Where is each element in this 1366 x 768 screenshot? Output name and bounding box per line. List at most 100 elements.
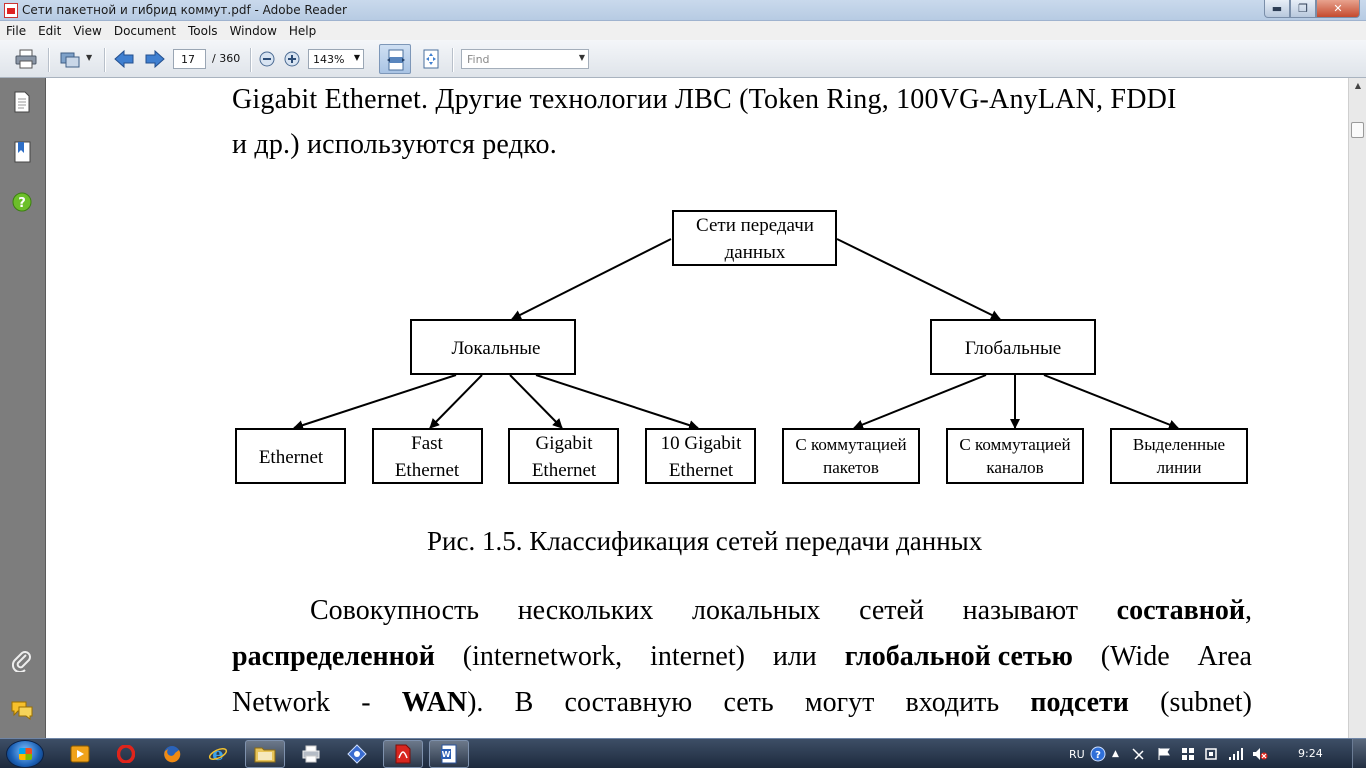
explorer-taskbar-button[interactable] bbox=[245, 740, 285, 768]
device-tray-icon[interactable] bbox=[1204, 739, 1218, 768]
next-page-button[interactable] bbox=[144, 49, 166, 69]
arrow-local-to-fast bbox=[429, 374, 483, 429]
action-center-icon[interactable] bbox=[1157, 739, 1171, 768]
arrow-local-to-10gigabit bbox=[535, 374, 699, 430]
paragraph-line: Network - WAN). В составную сеть могут в… bbox=[232, 687, 1252, 719]
printer-taskbar-button[interactable] bbox=[291, 740, 331, 768]
pages-panel-button[interactable] bbox=[11, 91, 33, 113]
chevron-down-icon: ▼ bbox=[353, 53, 360, 62]
vertical-scrollbar[interactable]: ▲ bbox=[1348, 78, 1366, 738]
keyboard-icon bbox=[1132, 748, 1144, 760]
volume-tray-icon[interactable] bbox=[1252, 739, 1268, 768]
zoom-in-button[interactable] bbox=[281, 49, 303, 69]
ten-gigabit-label-1: 10 Gigabit bbox=[661, 433, 742, 454]
print-button[interactable] bbox=[15, 49, 37, 69]
firefox-taskbar-button[interactable] bbox=[152, 740, 192, 768]
keyboard-tray-icon[interactable] bbox=[1131, 739, 1145, 768]
paperclip-icon bbox=[12, 651, 31, 672]
adobe-reader-taskbar-button[interactable] bbox=[383, 740, 423, 768]
bold-term: составной bbox=[1116, 595, 1245, 626]
word: В bbox=[514, 687, 534, 718]
opera-taskbar-button[interactable] bbox=[106, 740, 146, 768]
box-dedicated-lines bbox=[1110, 428, 1248, 484]
zoom-select[interactable]: 143% ▼ bbox=[308, 49, 364, 69]
word: (subnet) bbox=[1160, 687, 1252, 718]
find-input[interactable]: Find ▼ bbox=[461, 49, 589, 69]
close-button[interactable]: ✕ bbox=[1316, 0, 1360, 18]
svg-text:W: W bbox=[442, 750, 451, 759]
box-root bbox=[672, 210, 837, 266]
maximize-button[interactable]: ❐ bbox=[1290, 0, 1316, 18]
paragraph-line: Совокупность нескольких локальных сетей … bbox=[232, 595, 1252, 627]
menu-file[interactable]: File bbox=[6, 23, 27, 38]
comment-icon bbox=[11, 701, 33, 720]
folder-icon bbox=[254, 747, 276, 763]
svg-text:?: ? bbox=[18, 196, 26, 211]
clock[interactable]: 9:24 bbox=[1298, 747, 1323, 760]
packet-label-1: С коммутацией bbox=[795, 435, 906, 454]
internet-explorer-icon: e bbox=[208, 744, 228, 764]
window-controls: ▬ ❐ ✕ bbox=[1264, 0, 1360, 19]
scrollbar-thumb[interactable] bbox=[1351, 122, 1364, 138]
maximize-icon: ❐ bbox=[1298, 2, 1308, 15]
help-button[interactable]: ? bbox=[11, 191, 33, 213]
comments-panel-button[interactable] bbox=[11, 699, 33, 721]
menu-document[interactable]: Document bbox=[113, 23, 176, 38]
paragraph-line: распределенной (internetwork, internet) … bbox=[232, 641, 1252, 673]
show-desktop-button[interactable] bbox=[1352, 739, 1366, 768]
previous-page-button[interactable] bbox=[113, 49, 135, 69]
page-number-input[interactable]: 17 bbox=[173, 49, 206, 69]
word-taskbar-button[interactable]: W bbox=[429, 740, 469, 768]
menu-tools[interactable]: Tools bbox=[188, 23, 218, 38]
help-tray-button[interactable]: ? bbox=[1090, 739, 1106, 768]
box-local bbox=[410, 319, 576, 375]
document-view[interactable]: Gigabit Ethernet. Другие технологии ЛВС … bbox=[46, 78, 1348, 738]
printer-icon bbox=[15, 49, 37, 69]
language-indicator[interactable]: RU bbox=[1069, 739, 1085, 768]
box-gigabit-ethernet bbox=[508, 428, 619, 484]
bold-term: подсети bbox=[1030, 687, 1129, 718]
diagram-boxes bbox=[235, 210, 1248, 484]
ethernet-label: Ethernet bbox=[259, 447, 324, 468]
menu-window[interactable]: Window bbox=[229, 23, 277, 38]
start-button[interactable] bbox=[6, 740, 44, 768]
arrow-global-to-dedicated bbox=[1043, 374, 1179, 430]
title-bar[interactable]: Сети пакетной и гибрид коммут.pdf - Adob… bbox=[0, 0, 1366, 21]
taskbar: e W RU bbox=[0, 738, 1366, 768]
network-app-icon bbox=[347, 744, 367, 764]
fit-width-button[interactable] bbox=[379, 44, 411, 74]
network-tray-icon[interactable] bbox=[1228, 739, 1244, 768]
zoom-out-icon bbox=[259, 51, 275, 67]
minimize-button[interactable]: ▬ bbox=[1264, 0, 1290, 18]
media-player-taskbar-button[interactable] bbox=[60, 740, 100, 768]
media-player-icon bbox=[70, 745, 90, 763]
menu-view[interactable]: View bbox=[73, 23, 102, 38]
box-global bbox=[930, 319, 1096, 375]
share-button[interactable] bbox=[59, 49, 81, 69]
share-icon bbox=[60, 52, 80, 68]
word: (Wide bbox=[1100, 641, 1170, 672]
window-title: Сети пакетной и гибрид коммут.pdf - Adob… bbox=[22, 3, 347, 17]
menu-edit[interactable]: Edit bbox=[38, 23, 62, 38]
windows-tray-icon[interactable] bbox=[1181, 739, 1195, 768]
internet-explorer-taskbar-button[interactable]: e bbox=[198, 740, 238, 768]
bold-term: распределенной bbox=[232, 641, 435, 672]
chevron-down-icon: ▼ bbox=[578, 53, 585, 62]
opera-icon bbox=[117, 745, 135, 763]
toolbar: ▼ 17 / 360 143% ▼ bbox=[0, 40, 1366, 78]
windows-icon bbox=[1182, 748, 1194, 760]
word: сетей bbox=[859, 595, 924, 626]
scroll-up-icon[interactable]: ▲ bbox=[1354, 81, 1362, 90]
network-classification-diagram: Сети передачи данных Локальные Глобальны… bbox=[235, 210, 1248, 484]
fit-page-button[interactable] bbox=[420, 49, 442, 69]
zoom-out-button[interactable] bbox=[256, 49, 278, 69]
word: - bbox=[361, 687, 371, 718]
attachments-panel-button[interactable] bbox=[11, 650, 33, 672]
tray-expand-icon[interactable]: ▲ bbox=[1112, 749, 1119, 759]
share-dropdown-icon[interactable]: ▼ bbox=[86, 53, 93, 62]
global-label: Глобальные bbox=[965, 338, 1061, 359]
network-app-taskbar-button[interactable] bbox=[337, 740, 377, 768]
menu-help[interactable]: Help bbox=[288, 23, 317, 38]
fast-label-2: Ethernet bbox=[395, 460, 460, 481]
bookmarks-panel-button[interactable] bbox=[11, 141, 33, 163]
